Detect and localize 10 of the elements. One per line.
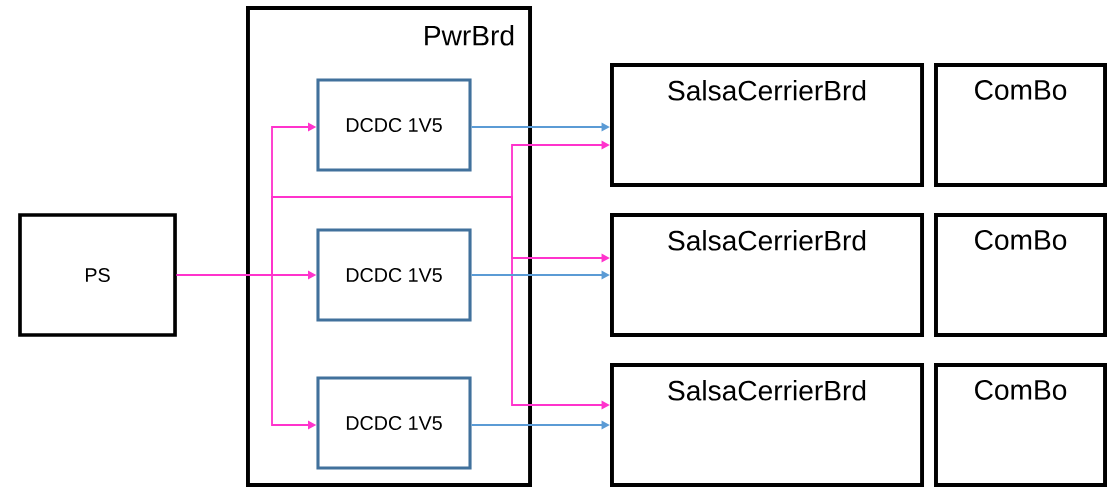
board-box: SalsaCerrierBrd bbox=[610, 213, 924, 337]
board-box: SalsaCerrierBrd bbox=[610, 63, 924, 187]
board-box: ComBo bbox=[934, 213, 1107, 337]
converter-box: DCDC 1V5 bbox=[316, 78, 472, 172]
converter-box: DCDC 1V5 bbox=[316, 228, 472, 322]
board-box: ComBo bbox=[934, 63, 1107, 187]
board-box: ComBo bbox=[934, 363, 1107, 487]
converter-box: DCDC 1V5 bbox=[316, 376, 472, 470]
board-box: SalsaCerrierBrd bbox=[610, 363, 924, 487]
power-supply-box: PS bbox=[18, 213, 177, 337]
